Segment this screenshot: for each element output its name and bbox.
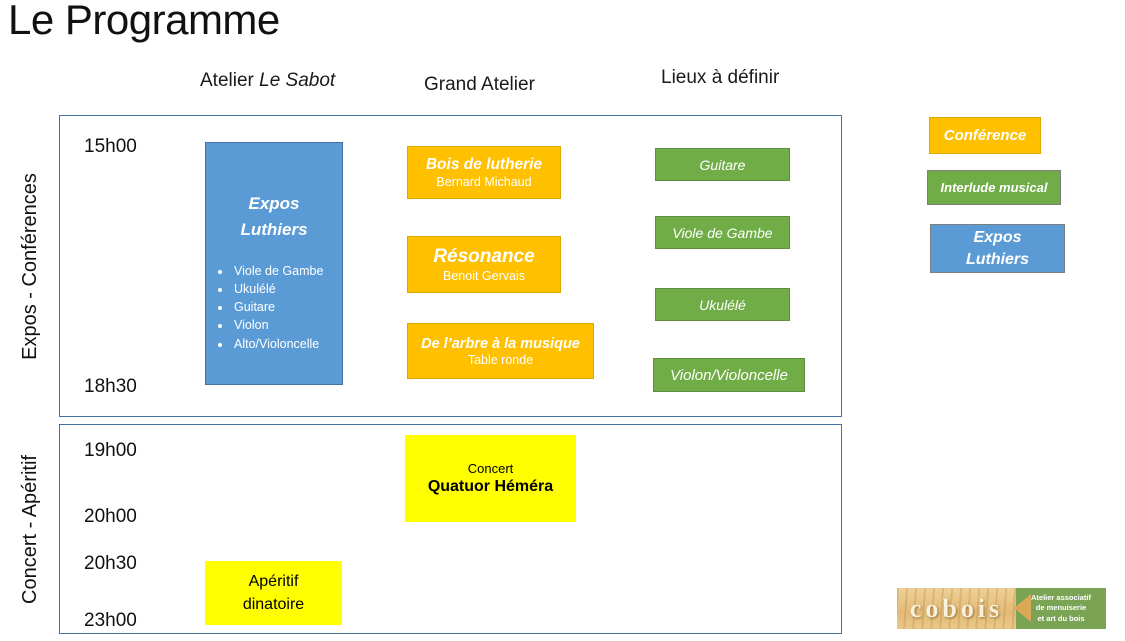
cobois-tagline-line1: Atelier associatif: [1030, 593, 1092, 603]
expos-luthiers-main-box: Expos Luthiers Viole de Gambe Ukulélé Gu…: [205, 142, 343, 385]
aperitif-line2: dinatoire: [242, 596, 305, 613]
conference-speaker: Bernard Michaud: [436, 175, 532, 189]
conference-title: De l’arbre à la musique: [421, 335, 580, 352]
legend-conference: Conférence: [929, 117, 1041, 154]
column-header-lieux-a-definir: Lieux à définir: [661, 67, 780, 88]
legend-expos-line1: Expos: [973, 228, 1022, 246]
column-header-prefix: Atelier: [200, 70, 254, 91]
cobois-tagline-line2: de menuiserie: [1035, 603, 1087, 613]
interlude-box-violon-violoncelle: Violon/Violoncelle: [653, 358, 805, 392]
time-label-20h00: 20h00: [84, 506, 137, 527]
concert-aperitif-section-frame: [59, 424, 842, 634]
aperitif-dinatoire-box: Apéritif dinatoire: [205, 561, 342, 625]
conference-box-de-larbre-a-la-musique: De l’arbre à la musique Table ronde: [407, 323, 594, 379]
list-item: Violon: [232, 316, 342, 334]
section-label-concert-aperitif: Concert - Apéritif: [18, 454, 41, 604]
conference-title: Résonance: [433, 246, 535, 267]
concert-label: Concert: [467, 461, 514, 476]
section-label-expos-conferences-wrap: Expos - Conférences: [2, 115, 58, 417]
interlude-box-ukulele: Ukulélé: [655, 288, 790, 321]
expos-conferences-section-frame: [59, 115, 842, 417]
page-title: Le Programme: [8, 0, 280, 43]
interlude-box-guitare: Guitare: [655, 148, 790, 181]
column-header-atelier-le-sabot: Atelier Le Sabot: [200, 70, 335, 92]
time-label-18h30: 18h30: [84, 376, 137, 397]
interlude-box-viole-de-gambe: Viole de Gambe: [655, 216, 790, 249]
time-label-19h00: 19h00: [84, 440, 137, 461]
conference-box-resonance: Résonance Benoit Gervais: [407, 236, 561, 293]
legend-interlude-musical: Interlude musical: [927, 170, 1061, 205]
time-label-23h00: 23h00: [84, 610, 137, 631]
column-header-grand-atelier: Grand Atelier: [424, 74, 535, 95]
legend-expos-line2: Luthiers: [965, 250, 1030, 268]
expos-luthiers-title: Expos Luthiers: [206, 191, 342, 242]
conference-box-bois-de-lutherie: Bois de lutherie Bernard Michaud: [407, 146, 561, 199]
aperitif-line1: Apéritif: [248, 572, 299, 590]
cobois-logo-wood-panel: cobois: [897, 588, 1016, 629]
legend-expos-luthiers: Expos Luthiers: [930, 224, 1065, 273]
conference-speaker: Table ronde: [467, 352, 534, 367]
expos-luthiers-title-line1: Expos: [248, 194, 300, 213]
list-item: Alto/Violoncelle: [232, 335, 342, 353]
column-header-venue-name: Le Sabot: [259, 70, 336, 91]
cobois-logo-tagline-panel: Atelier associatif de menuiserie et art …: [1016, 588, 1106, 629]
time-label-15h00: 15h00: [84, 136, 137, 157]
expos-luthiers-title-line2: Luthiers: [240, 219, 308, 239]
list-item: Viole de Gambe: [232, 262, 342, 280]
cobois-tagline-line3: et art du bois: [1037, 613, 1085, 623]
cobois-logo: cobois Atelier associatif de menuiserie …: [897, 588, 1106, 629]
conference-speaker: Benoit Gervais: [443, 269, 525, 283]
list-item: Ukulélé: [232, 280, 342, 298]
section-label-concert-aperitif-wrap: Concert - Apéritif: [2, 424, 58, 634]
concert-box-quatuor-hemera: Concert Quatuor Héméra: [405, 435, 576, 522]
concert-artist: Quatuor Héméra: [427, 478, 554, 495]
list-item: Guitare: [232, 298, 342, 316]
cobois-logo-arrow-icon: [1014, 594, 1031, 622]
time-label-20h30: 20h30: [84, 553, 137, 574]
cobois-logo-wordmark: cobois: [909, 593, 1004, 623]
expos-luthiers-instrument-list: Viole de Gambe Ukulélé Guitare Violon Al…: [206, 262, 342, 353]
conference-title: Bois de lutherie: [425, 156, 543, 173]
section-label-expos-conferences: Expos - Conférences: [18, 172, 41, 360]
